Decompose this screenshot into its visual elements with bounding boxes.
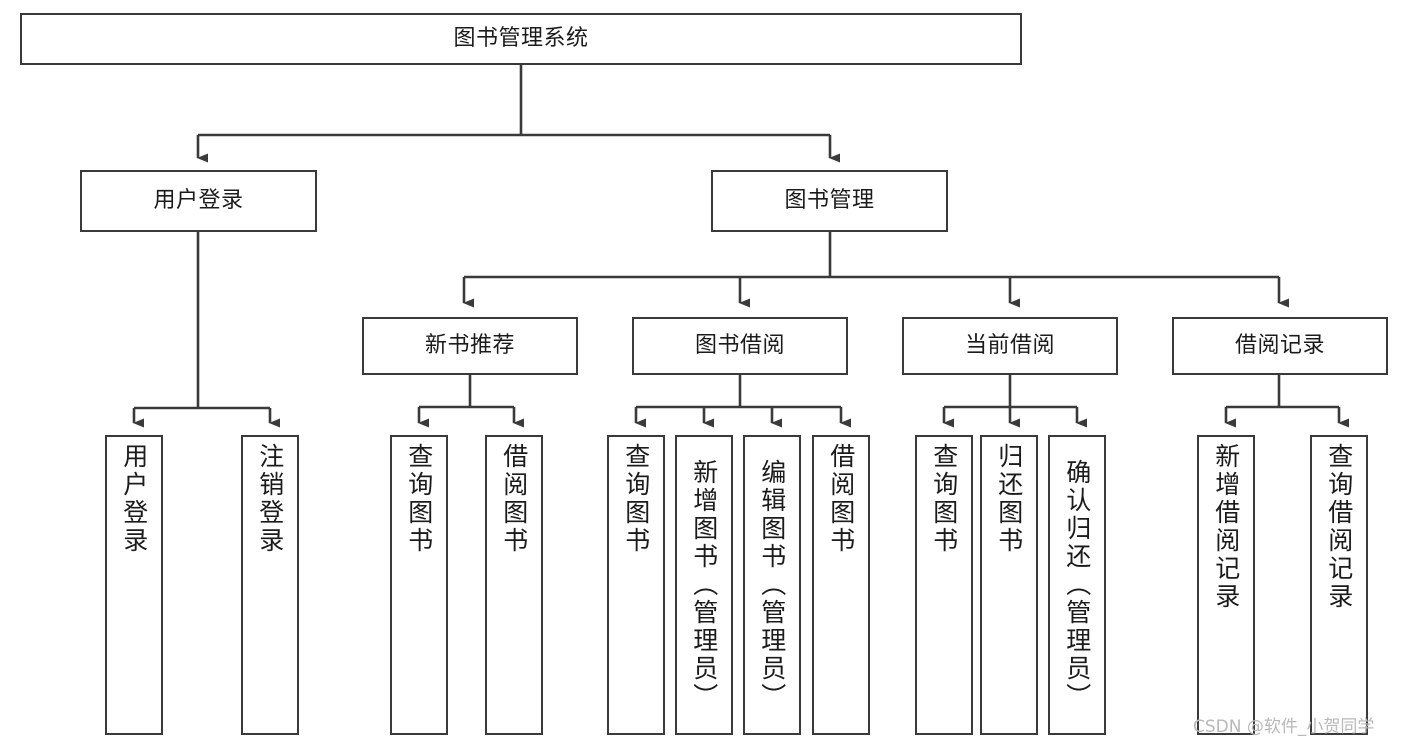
node-label: 查询借阅记录 bbox=[1324, 443, 1354, 611]
node-label: 新书推荐 bbox=[424, 333, 515, 359]
node-label: 查询图书 bbox=[621, 443, 651, 555]
node-label: 新增借阅记录 bbox=[1211, 443, 1241, 611]
node-label: 注销登录 bbox=[255, 443, 285, 555]
node-label: 图书管理 bbox=[784, 188, 875, 214]
leaf-current-confirm-return[interactable]: 确认归还（管理员） bbox=[1048, 435, 1106, 735]
leaf-records-add-record[interactable]: 新增借阅记录 bbox=[1197, 435, 1255, 735]
node-label: 借阅图书 bbox=[826, 443, 856, 555]
node-label: 借阅记录 bbox=[1234, 333, 1325, 359]
leaf-user-login-signout[interactable]: 注销登录 bbox=[241, 435, 299, 735]
node-user-login[interactable]: 用户登录 bbox=[80, 170, 317, 232]
node-label: 图书管理系统 bbox=[453, 26, 589, 52]
leaf-current-return-book[interactable]: 归还图书 bbox=[980, 435, 1038, 735]
watermark: CSDN @软件_小贺同学 bbox=[1193, 717, 1375, 737]
node-label: 图书借阅 bbox=[694, 333, 785, 359]
leaf-new-book-borrow[interactable]: 借阅图书 bbox=[485, 435, 543, 735]
node-book-borrow[interactable]: 图书借阅 bbox=[632, 317, 848, 375]
leaf-user-login-signin[interactable]: 用户登录 bbox=[105, 435, 163, 735]
node-book-management[interactable]: 图书管理 bbox=[711, 170, 948, 232]
leaf-current-query-book[interactable]: 查询图书 bbox=[915, 435, 973, 735]
node-new-book-recommend[interactable]: 新书推荐 bbox=[362, 317, 578, 375]
node-label: 查询图书 bbox=[404, 443, 434, 555]
node-current-borrow[interactable]: 当前借阅 bbox=[902, 317, 1118, 375]
leaf-borrow-query-book[interactable]: 查询图书 bbox=[607, 435, 665, 735]
leaf-borrow-edit-book[interactable]: 编辑图书（管理员） bbox=[743, 435, 801, 735]
node-label: 用户登录 bbox=[119, 443, 149, 555]
node-borrow-records[interactable]: 借阅记录 bbox=[1172, 317, 1388, 375]
node-label: 查询图书 bbox=[929, 443, 959, 555]
leaf-records-query-record[interactable]: 查询借阅记录 bbox=[1310, 435, 1368, 735]
leaf-borrow-borrow-book[interactable]: 借阅图书 bbox=[812, 435, 870, 735]
node-label: 确认归还（管理员） bbox=[1062, 459, 1092, 711]
leaf-new-book-query[interactable]: 查询图书 bbox=[390, 435, 448, 735]
node-root-system[interactable]: 图书管理系统 bbox=[20, 13, 1022, 65]
node-label: 新增图书（管理员） bbox=[689, 459, 719, 711]
node-label: 借阅图书 bbox=[499, 443, 529, 555]
node-label: 用户登录 bbox=[153, 188, 244, 214]
node-label: 当前借阅 bbox=[964, 333, 1055, 359]
node-label: 编辑图书（管理员） bbox=[757, 459, 787, 711]
node-label: 归还图书 bbox=[994, 443, 1024, 555]
leaf-borrow-add-book[interactable]: 新增图书（管理员） bbox=[675, 435, 733, 735]
